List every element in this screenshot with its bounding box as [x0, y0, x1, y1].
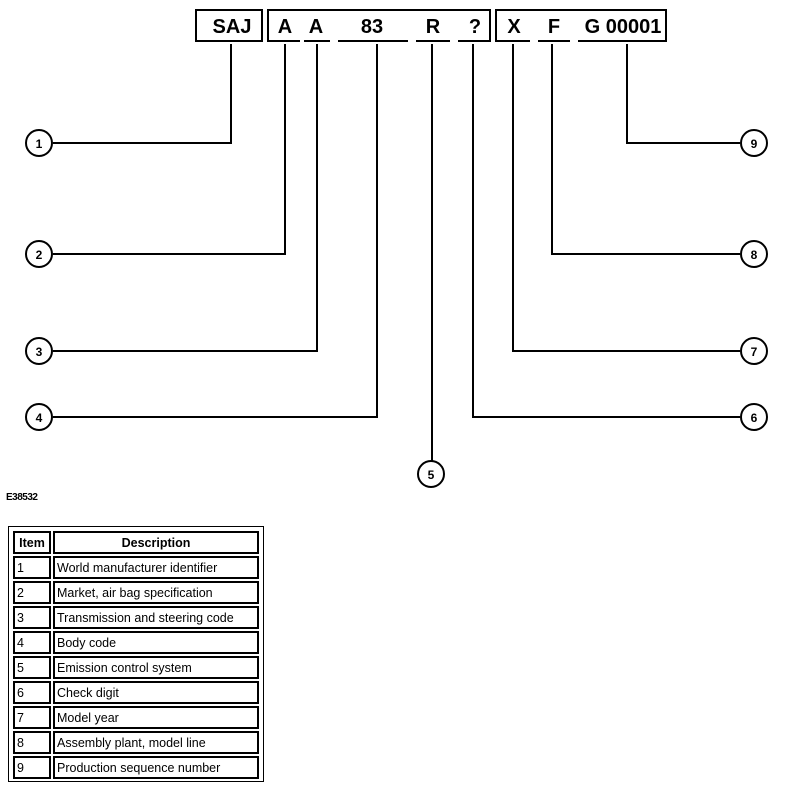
- legend-description: Check digit: [53, 681, 259, 704]
- figure-id: E38532: [6, 492, 38, 503]
- legend-description: Model year: [53, 706, 259, 729]
- vin-diagram: SAJ A A 83 R ? X F G 00001 1 2 3: [25, 9, 768, 488]
- legend-description: Production sequence number: [53, 756, 259, 779]
- vin-segment: A: [309, 16, 323, 38]
- vin-segment: 83: [361, 16, 383, 38]
- table-row: 1 World manufacturer identifier: [13, 556, 259, 579]
- callout-1: 1: [25, 129, 53, 157]
- table-row: 2 Market, air bag specification: [13, 581, 259, 604]
- callout-9: 9: [740, 129, 768, 157]
- table-row: 4 Body code: [13, 631, 259, 654]
- vin-segment: F: [548, 16, 560, 38]
- table-row: 5 Emission control system: [13, 656, 259, 679]
- svg-text:7: 7: [751, 345, 758, 359]
- vin-segment: A: [278, 16, 292, 38]
- vin-segment: G 00001: [585, 16, 662, 38]
- legend-item: 7: [13, 706, 51, 729]
- legend-table: Item Description 1 World manufacturer id…: [8, 526, 264, 782]
- svg-text:8: 8: [751, 248, 758, 262]
- legend-description: Transmission and steering code: [53, 606, 259, 629]
- table-row: 9 Production sequence number: [13, 756, 259, 779]
- svg-text:9: 9: [751, 137, 758, 151]
- svg-text:3: 3: [36, 345, 43, 359]
- vin-segment: R: [426, 16, 441, 38]
- leader-lines: [53, 44, 740, 461]
- legend-description: Emission control system: [53, 656, 259, 679]
- vin-segment: ?: [469, 16, 481, 38]
- legend-header-row: Item Description: [13, 531, 259, 554]
- svg-text:2: 2: [36, 248, 43, 262]
- legend-header-description: Description: [53, 531, 259, 554]
- legend-item: 3: [13, 606, 51, 629]
- callout-4: 4: [25, 403, 53, 431]
- callout-6: 6: [740, 403, 768, 431]
- legend-item: 1: [13, 556, 51, 579]
- legend-description: World manufacturer identifier: [53, 556, 259, 579]
- vin-code: SAJ A A 83 R ? X F G 00001: [213, 16, 662, 38]
- callout-3: 3: [25, 337, 53, 365]
- legend-description: Market, air bag specification: [53, 581, 259, 604]
- svg-text:4: 4: [36, 411, 43, 425]
- table-row: 7 Model year: [13, 706, 259, 729]
- callout-7: 7: [740, 337, 768, 365]
- vin-brackets: [195, 9, 667, 42]
- callouts: 1 2 3 4 5 6 7 8: [25, 129, 768, 488]
- legend-item: 6: [13, 681, 51, 704]
- svg-text:5: 5: [428, 468, 435, 482]
- legend-item: 9: [13, 756, 51, 779]
- legend-item: 5: [13, 656, 51, 679]
- callout-2: 2: [25, 240, 53, 268]
- legend-item: 8: [13, 731, 51, 754]
- table-row: 8 Assembly plant, model line: [13, 731, 259, 754]
- svg-text:6: 6: [751, 411, 758, 425]
- callout-5: 5: [417, 460, 445, 488]
- table-row: 3 Transmission and steering code: [13, 606, 259, 629]
- vin-segment: SAJ: [213, 16, 252, 38]
- legend-description: Assembly plant, model line: [53, 731, 259, 754]
- callout-8: 8: [740, 240, 768, 268]
- legend-header-item: Item: [13, 531, 51, 554]
- table-row: 6 Check digit: [13, 681, 259, 704]
- vin-segment: X: [507, 16, 521, 38]
- svg-text:1: 1: [36, 137, 43, 151]
- legend-item: 2: [13, 581, 51, 604]
- legend-item: 4: [13, 631, 51, 654]
- legend-description: Body code: [53, 631, 259, 654]
